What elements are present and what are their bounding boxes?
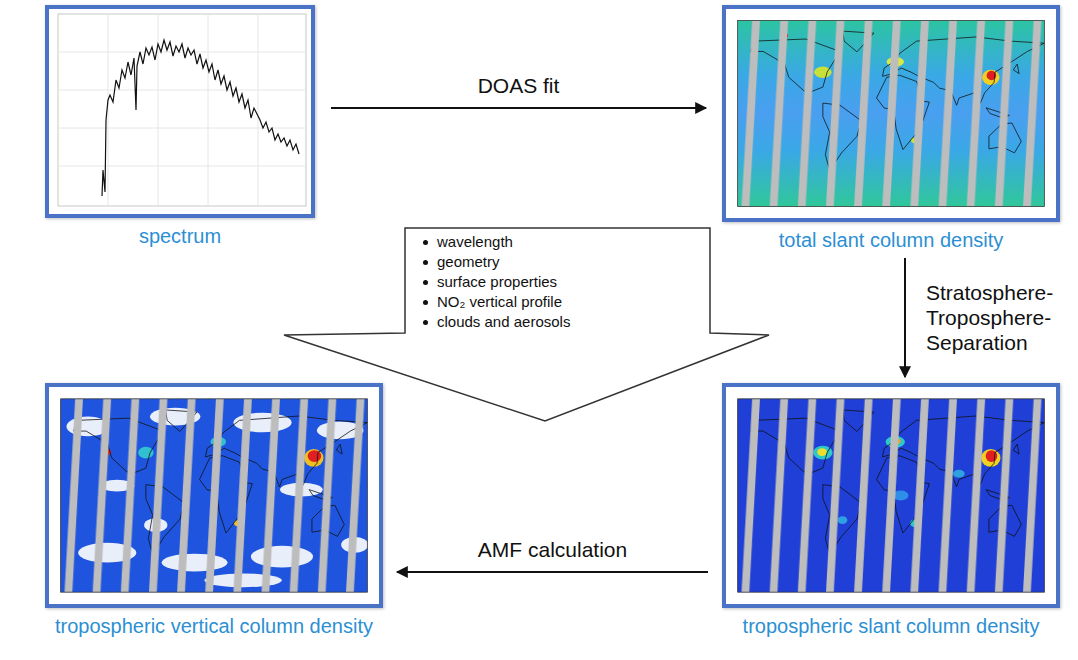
flow-arrow bbox=[397, 571, 708, 573]
caption-row: spectrum bbox=[45, 224, 315, 248]
orbit-gaps bbox=[738, 20, 1045, 206]
bullet-text: geometry bbox=[437, 252, 500, 272]
panel-caption: total slant column density bbox=[779, 228, 1004, 252]
panel-frame bbox=[722, 5, 1060, 222]
map-trop-scd bbox=[726, 387, 1056, 604]
spectrum-plot bbox=[58, 14, 306, 206]
map-total-scd bbox=[726, 9, 1056, 218]
panel-caption: tropospheric slant column density bbox=[743, 614, 1040, 638]
bullet-row: surface properties bbox=[423, 272, 570, 292]
bullet-dot bbox=[423, 240, 428, 245]
image-panel: tropospheric slant column density bbox=[722, 383, 1060, 638]
map-field bbox=[738, 399, 1045, 592]
plot-area bbox=[58, 14, 306, 206]
caption-row: total slant column density bbox=[722, 228, 1060, 252]
map-trop-vcd bbox=[49, 387, 379, 604]
panel-frame bbox=[45, 5, 315, 218]
panel-frame bbox=[45, 383, 383, 608]
input-funnel: wavelengthgeometrysurface propertiesNO₂ … bbox=[283, 227, 770, 422]
grid-lines bbox=[58, 14, 306, 206]
caption-row: tropospheric slant column density bbox=[722, 614, 1060, 638]
image-panel: total slant column density bbox=[722, 5, 1060, 252]
caption-row: tropospheric vertical column density bbox=[45, 614, 383, 638]
edge-label: Stratosphere- Troposphere- Separation bbox=[923, 280, 1056, 355]
bullet-text: wavelength bbox=[437, 232, 513, 252]
funnel-shape bbox=[284, 228, 769, 421]
panel-frame bbox=[722, 383, 1060, 608]
panel-caption: tropospheric vertical column density bbox=[55, 614, 373, 638]
bullet-list: wavelengthgeometrysurface propertiesNO₂ … bbox=[423, 232, 570, 332]
bullet-row: clouds and aerosols bbox=[423, 312, 570, 332]
flow-arrow bbox=[331, 107, 706, 109]
image-panel: spectrum bbox=[45, 5, 315, 248]
map-field bbox=[61, 399, 368, 592]
bullet-dot bbox=[423, 260, 428, 265]
bullet-text: NO₂ vertical profile bbox=[437, 292, 562, 312]
spectrum-curve bbox=[102, 40, 299, 196]
orbit-gaps bbox=[61, 399, 368, 592]
bullet-dot bbox=[423, 280, 428, 285]
edge-label: DOAS fit bbox=[475, 73, 563, 98]
bullet-dot bbox=[423, 300, 428, 305]
bullet-text: clouds and aerosols bbox=[437, 312, 570, 332]
bullet-dot bbox=[423, 320, 428, 325]
bullet-row: wavelength bbox=[423, 232, 570, 252]
bullet-row: NO₂ vertical profile bbox=[423, 292, 570, 312]
bullet-text: surface properties bbox=[437, 272, 557, 292]
map-field bbox=[738, 20, 1045, 206]
image-panel: tropospheric vertical column density bbox=[45, 383, 383, 638]
panel-caption: spectrum bbox=[139, 224, 221, 248]
edge-label: AMF calculation bbox=[475, 537, 630, 562]
flow-arrow bbox=[904, 258, 906, 377]
orbit-gaps bbox=[738, 399, 1045, 592]
bullet-row: geometry bbox=[423, 252, 570, 272]
